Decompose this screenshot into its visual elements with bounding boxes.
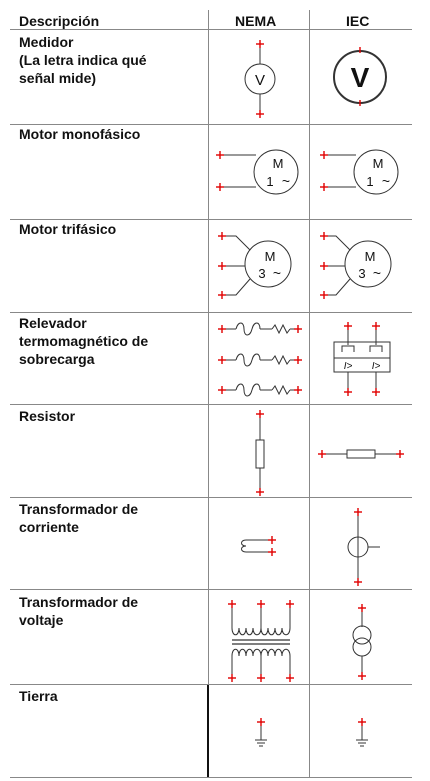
current-transformer-nema [241, 536, 276, 556]
row-divider [10, 404, 412, 405]
overload-relay-nema [218, 322, 302, 397]
ac-tilde: ~ [373, 265, 381, 281]
row-divider [10, 589, 412, 590]
row-label-tierra: Tierra [19, 688, 58, 704]
phase-number: 3 [258, 266, 265, 281]
row-label-transformador-voltaje: Transformador de voltaje [19, 594, 139, 628]
meter-letter-iec: V [351, 62, 370, 93]
meter-letter-nema: V [255, 72, 265, 89]
phase-number: 1 [266, 174, 273, 189]
heater-line-3 [218, 383, 302, 397]
phase-number: 3 [358, 266, 365, 281]
ac-tilde: ~ [282, 173, 290, 189]
ac-tilde: ~ [273, 265, 281, 281]
overload-mark: I> [344, 361, 353, 372]
ground-symbol-iec [356, 718, 368, 747]
ground-symbol-nema [255, 718, 267, 747]
ac-tilde: ~ [382, 173, 390, 189]
header-nema: NEMA [235, 13, 277, 29]
heater-line-1 [218, 322, 302, 336]
row-divider [10, 312, 412, 313]
row-label-motor-monofasico: Motor monofásico [19, 126, 141, 142]
row-divider [10, 497, 412, 498]
row-divider [10, 219, 412, 220]
row-label-relevador: Relevador termomagnético de sobrecarga [19, 315, 149, 367]
motor-letter: M [365, 249, 376, 264]
row-label-medidor: Medidor (La letra indica qué señal mide) [19, 34, 147, 86]
resistor-nema [255, 410, 265, 496]
overload-mark: I> [372, 361, 381, 372]
row-label-motor-trifasico: Motor trifásico [19, 221, 117, 237]
row-divider [10, 684, 412, 685]
table-bottom-rule [10, 777, 412, 778]
voltage-transformer-iec [352, 604, 372, 680]
single-phase-motor-nema: M 1 ~ [216, 149, 299, 195]
resistor-iec [318, 449, 404, 459]
meter-symbol-iec: V [333, 47, 387, 106]
current-transformer-iec [347, 508, 380, 586]
column-divider-iec [309, 10, 310, 778]
voltage-transformer-nema [228, 600, 294, 682]
heater-line-2 [218, 353, 302, 367]
column-divider-nema-strong [207, 685, 209, 777]
overload-relay-iec: I> I> [333, 322, 391, 396]
motor-letter: M [273, 156, 284, 171]
meter-symbol-nema: V [244, 40, 276, 118]
single-phase-motor-iec: M 1 ~ [320, 149, 399, 195]
three-phase-motor-nema: M 3 ~ [218, 232, 292, 299]
motor-letter: M [373, 156, 384, 171]
header-description: Descripción [19, 13, 100, 29]
header-iec: IEC [346, 13, 370, 29]
row-label-transformador-corriente: Transformador de corriente [19, 501, 139, 535]
header-bottom-rule [10, 29, 412, 30]
phase-number: 1 [366, 174, 373, 189]
row-label-resistor: Resistor [19, 408, 76, 424]
motor-letter: M [265, 249, 276, 264]
three-phase-motor-iec: M 3 ~ [320, 232, 392, 299]
row-divider [10, 124, 412, 125]
column-divider-nema [208, 10, 209, 778]
